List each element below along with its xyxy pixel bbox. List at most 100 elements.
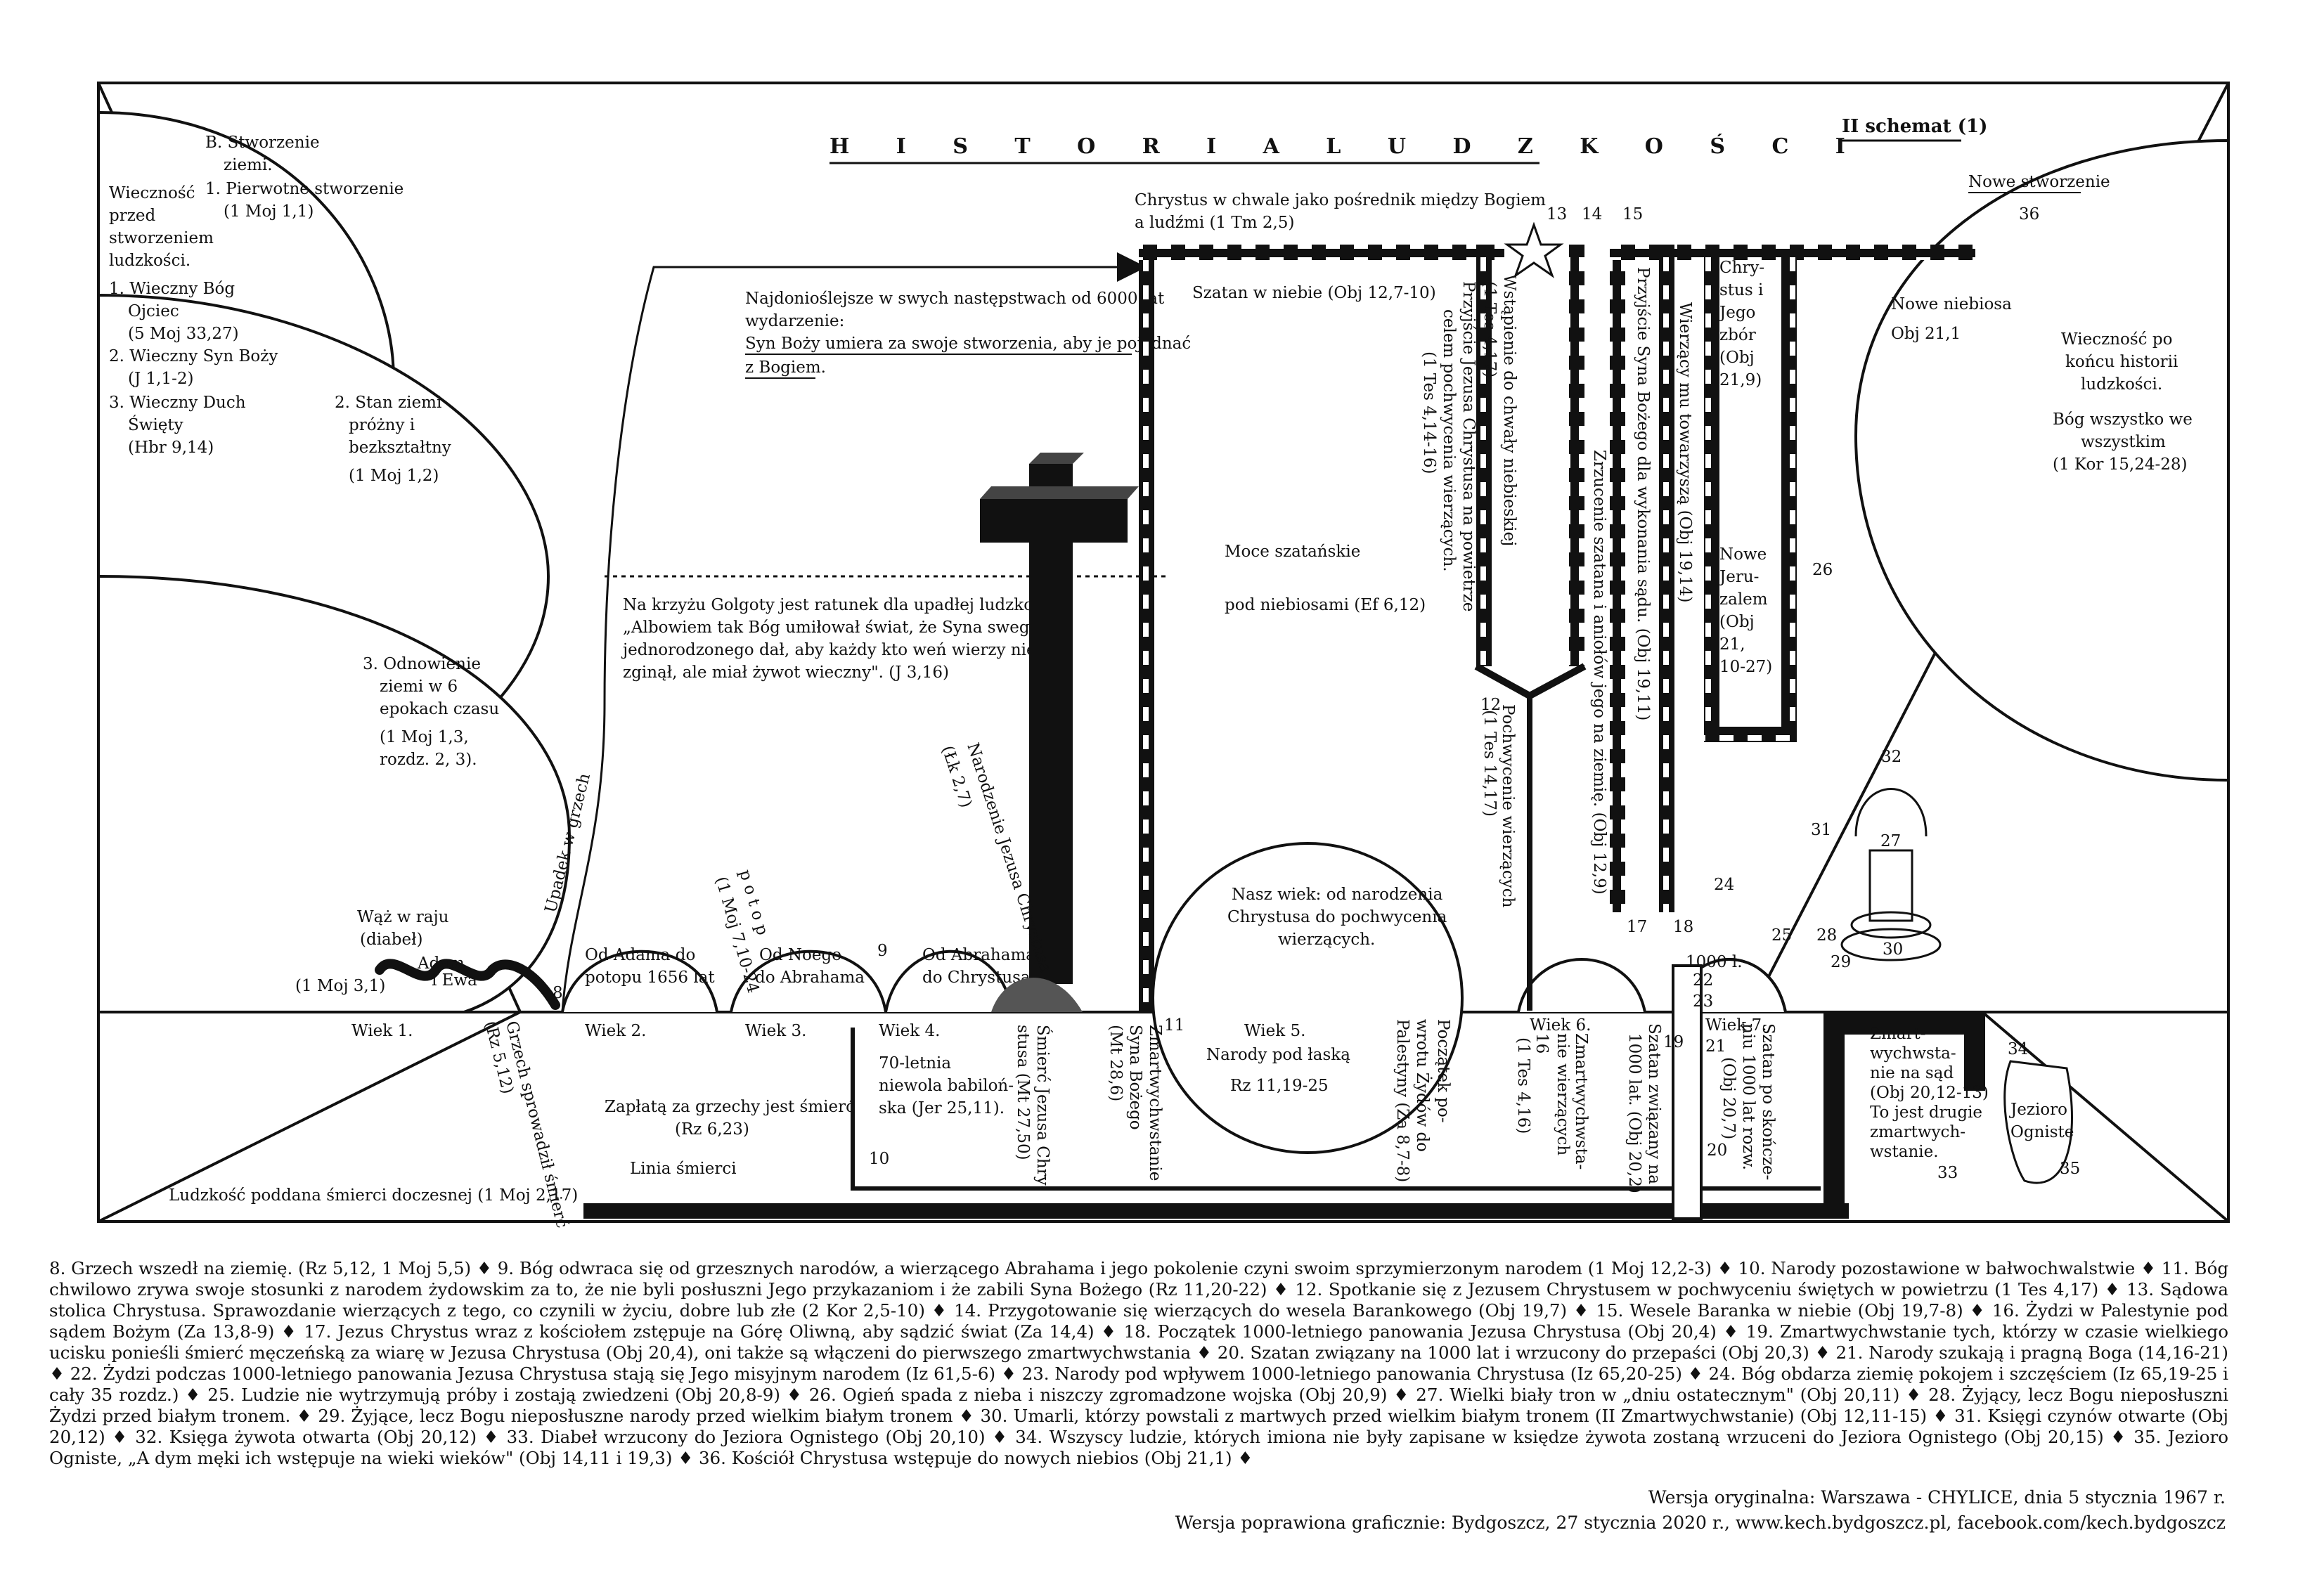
svg-text:bezkształtny: bezkształtny [349, 439, 451, 457]
svg-text:30: 30 [1883, 940, 1903, 959]
svg-text:Początek po-: Początek po- [1434, 1019, 1452, 1123]
svg-text:Bóg wszystko we: Bóg wszystko we [2053, 410, 2193, 429]
svg-text:Nowe stworzenie: Nowe stworzenie [1968, 173, 2110, 191]
footnote-text: 8. Grzech wszedł na ziemię. (Rz 5,12, 1 … [49, 1258, 2228, 1468]
svg-text:zbór: zbór [1719, 326, 1756, 344]
svg-text:10: 10 [869, 1150, 889, 1168]
svg-text:Chrystus w chwale jako pośredn: Chrystus w chwale jako pośrednik między … [1135, 191, 1546, 209]
svg-text:3. Wieczny Duch: 3. Wieczny Duch [109, 394, 246, 412]
svg-text:19: 19 [1663, 1033, 1684, 1051]
age-mounds [561, 842, 1787, 1154]
svg-text:(1 Moj 1,1): (1 Moj 1,1) [224, 202, 314, 221]
svg-text:Wąż w raju: Wąż w raju [357, 908, 448, 926]
svg-text:zalem: zalem [1719, 590, 1768, 609]
svg-text:jednorodzonego dał, aby każdy: jednorodzonego dał, aby każdy kto weń wi… [621, 641, 1036, 659]
svg-text:Wstąpienie do chwały niebieski: Wstąpienie do chwały niebieskiej [1500, 274, 1518, 546]
svg-text:Wiek 7.: Wiek 7. [1705, 1016, 1767, 1035]
svg-text:celem pochwycenia wierzących.: celem pochwycenia wierzących. [1440, 309, 1458, 572]
svg-text:pod niebiosami (Ef 6,12): pod niebiosami (Ef 6,12) [1225, 596, 1426, 614]
svg-text:rozdz. 2, 3).: rozdz. 2, 3). [380, 751, 477, 769]
new-creation-text: Nowe stworzenie 36 Nowe niebiosa Obj 21,… [1891, 173, 2193, 474]
svg-text:(Obj: (Obj [1719, 349, 1755, 367]
svg-text:(diabeł): (diabeł) [360, 931, 423, 949]
svg-text:Przyjście Syna Bożego dla wyko: Przyjście Syna Bożego dla wykonania sądu… [1634, 267, 1652, 720]
svg-text:„Albowiem tak Bóg umiłował świ: „Albowiem tak Bóg umiłował świat, że Syn… [623, 618, 1039, 637]
svg-text:29: 29 [1831, 953, 1851, 971]
footnotes: 8. Grzech wszedł na ziemię. (Rz 5,12, 1 … [49, 1258, 2228, 1469]
creation-stages: B. Stworzenie ziemi. 1. Pierwotne stworz… [205, 134, 499, 769]
svg-text:34: 34 [2008, 1040, 2028, 1058]
svg-text:próżny i: próżny i [349, 416, 415, 434]
svg-text:22: 22 [1693, 971, 1713, 990]
svg-text:15: 15 [1622, 205, 1643, 223]
svg-text:(Mt 28,6): (Mt 28,6) [1106, 1025, 1125, 1101]
svg-text:(1 Moj 3,1): (1 Moj 3,1) [295, 977, 385, 995]
svg-text:(5 Moj 33,27): (5 Moj 33,27) [128, 325, 239, 343]
svg-text:wierzących.: wierzących. [1278, 931, 1375, 949]
svg-text:Nowe: Nowe [1719, 545, 1767, 564]
svg-text:Wieczność: Wieczność [109, 184, 195, 202]
svg-text:wydarzenie:: wydarzenie: [745, 312, 844, 330]
svg-text:23: 23 [1693, 992, 1713, 1011]
eternity-before: Wieczność przed stworzeniem ludzkości. 1… [109, 184, 278, 457]
svg-text:wrotu Żydów do: wrotu Żydów do [1413, 1019, 1432, 1152]
svg-text:(Obj: (Obj [1719, 613, 1755, 631]
serpent-icon: Wąż w raju (diabeł) Adam i Ewa (1 Moj 3,… [295, 908, 560, 1010]
svg-text:Narody pod łaską: Narody pod łaską [1206, 1046, 1350, 1064]
svg-text:Zmartwychwsta-: Zmartwychwsta- [1572, 1033, 1590, 1169]
svg-text:Ojciec: Ojciec [128, 302, 179, 320]
svg-text:21,: 21, [1719, 635, 1745, 654]
svg-text:ska (Jer 25,11).: ska (Jer 25,11). [879, 1099, 1005, 1117]
svg-text:Wiek 1.: Wiek 1. [351, 1022, 413, 1040]
svg-text:10-27): 10-27) [1719, 658, 1772, 676]
svg-text:36: 36 [2019, 205, 2039, 223]
svg-text:ludzkości.: ludzkości. [109, 252, 191, 270]
schema-label: II schemat (1) [1842, 116, 1987, 137]
svg-text:Wiek 2.: Wiek 2. [585, 1022, 646, 1040]
svg-text:Wiek 6.: Wiek 6. [1530, 1016, 1591, 1035]
svg-text:stusa (Mt 27,50): stusa (Mt 27,50) [1014, 1025, 1032, 1160]
svg-text:27: 27 [1880, 832, 1901, 850]
svg-text:Chrystusa do pochwycenia: Chrystusa do pochwycenia [1227, 908, 1447, 926]
svg-text:1. Wieczny Bóg: 1. Wieczny Bóg [109, 280, 235, 298]
svg-text:B. Stworzenie: B. Stworzenie [205, 134, 320, 152]
svg-text:(J 1,1-2): (J 1,1-2) [128, 370, 193, 388]
svg-text:i Ewa: i Ewa [432, 971, 477, 990]
svg-text:do Abrahama: do Abrahama [755, 968, 865, 987]
svg-text:18: 18 [1673, 918, 1693, 936]
svg-text:32: 32 [1881, 748, 1902, 766]
svg-text:(1 Tes 4,14-16): (1 Tes 4,14-16) [1420, 351, 1438, 474]
svg-text:24: 24 [1714, 876, 1734, 894]
svg-text:Przyjście Jezusa Chrystusa na: Przyjście Jezusa Chrystusa na powietrze [1459, 281, 1478, 611]
svg-text:Chry-: Chry- [1719, 259, 1764, 277]
svg-text:Od Noego: Od Noego [759, 946, 841, 964]
svg-text:zmartwych-: zmartwych- [1870, 1123, 1965, 1141]
svg-text:Syn Boży umiera za swoje stwor: Syn Boży umiera za swoje stworzenia, aby… [745, 335, 1191, 353]
svg-text:To jest drugie: To jest drugie [1870, 1103, 1982, 1122]
svg-text:(1 Tes 14,17): (1 Tes 14,17) [1480, 710, 1499, 817]
svg-text:ludzkości.: ludzkości. [2081, 375, 2162, 394]
svg-text:(Rz 6,23): (Rz 6,23) [675, 1120, 749, 1139]
creation-circles [97, 110, 572, 1013]
millennium-labels: 16 Zmartwychwsta- nie wierzących (1 Tes … [1514, 1023, 1777, 1193]
svg-text:z Bogiem.: z Bogiem. [745, 358, 826, 377]
svg-text:Wiek 5.: Wiek 5. [1244, 1022, 1305, 1040]
svg-text:Obj 21,1: Obj 21,1 [1891, 325, 1961, 343]
svg-text:8: 8 [553, 984, 563, 1002]
svg-text:Od Adama do: Od Adama do [585, 946, 695, 964]
svg-text:21,9): 21,9) [1719, 371, 1762, 389]
new-creation-circle [1854, 138, 2230, 782]
svg-text:(1 Tes 4,17): (1 Tes 4,17) [1480, 281, 1499, 377]
heaven-paths [1139, 221, 1975, 1011]
svg-text:Syna Bożego: Syna Bożego [1126, 1025, 1144, 1130]
svg-text:Pochwycenie wierzących: Pochwycenie wierzących [1499, 704, 1517, 908]
svg-text:Szatan po skończe-: Szatan po skończe- [1759, 1023, 1777, 1180]
svg-text:Święty: Święty [128, 415, 183, 434]
christ-church-box: Chry- stus i Jego zbór (Obj 21,9) Nowe J… [1704, 250, 1797, 742]
svg-text:9: 9 [877, 942, 888, 960]
svg-text:2. Wieczny Syn Boży: 2. Wieczny Syn Boży [109, 347, 278, 365]
svg-text:epokach czasu: epokach czasu [380, 700, 499, 718]
svg-text:Ludzkość poddana śmierci docze: Ludzkość poddana śmierci doczesnej (1 Mo… [169, 1186, 578, 1205]
svg-text:(Obj 20,12-13): (Obj 20,12-13) [1870, 1084, 1989, 1102]
central-texts: Najdonioślejsze w swych następstwach od … [621, 191, 1546, 682]
